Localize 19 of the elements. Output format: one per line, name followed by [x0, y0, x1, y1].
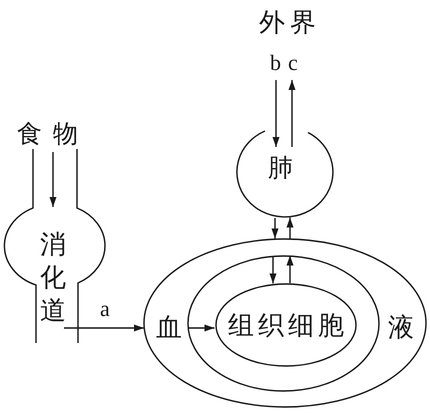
edge-label: c [288, 52, 298, 74]
organ-label: 消化道 [40, 229, 66, 327]
arrow [270, 256, 276, 284]
place-label: 外界 [259, 10, 321, 36]
arrow [188, 324, 214, 332]
fluid-label: 液 [388, 315, 414, 341]
edge-label: b [270, 52, 281, 74]
arrow [64, 324, 144, 332]
food-label: 食物 [17, 122, 89, 147]
edge-label: a [100, 298, 110, 320]
arrow [272, 218, 278, 238]
cell-label: 组织细胞 [228, 313, 348, 339]
fluid-label: 血 [156, 315, 182, 341]
arrow [288, 80, 296, 147]
arrow [272, 80, 280, 147]
arrow [286, 218, 294, 238]
organ-label: 肺 [268, 156, 293, 181]
arrow [50, 152, 56, 207]
arrow [286, 256, 294, 284]
